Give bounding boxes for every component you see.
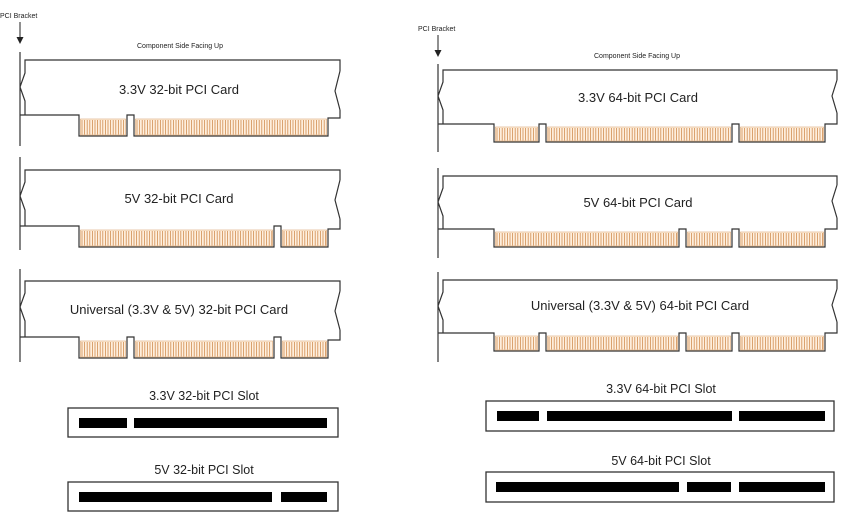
pci-card: Universal (3.3V & 5V) 64-bit PCI Card — [437, 272, 838, 362]
card-label: 3.3V 64-bit PCI Card — [578, 90, 698, 105]
edge-connector-contacts — [80, 118, 327, 136]
pci-card: 5V 64-bit PCI Card — [437, 168, 838, 258]
slot-key — [281, 492, 327, 502]
card-label: Universal (3.3V & 5V) 64-bit PCI Card — [531, 298, 749, 313]
pci-card: 5V 32-bit PCI Card — [19, 157, 341, 250]
slot-label: 5V 32-bit PCI Slot — [154, 463, 254, 477]
pci-bracket-label: PCI Bracket — [0, 13, 37, 20]
pci-bracket-arrow — [434, 35, 442, 57]
slot-key — [497, 411, 539, 421]
component-side-label: Component Side Facing Up — [594, 53, 680, 60]
pci-slot: 3.3V 32-bit PCI Slot — [67, 389, 339, 438]
card-outline — [19, 269, 341, 362]
card-label: Universal (3.3V & 5V) 32-bit PCI Card — [70, 302, 288, 317]
edge-connector-contacts — [495, 335, 824, 351]
left-panel: PCI Bracket Component Side Facing Up 3.3… — [0, 13, 341, 512]
card-outline — [437, 64, 838, 152]
pci-slot: 5V 64-bit PCI Slot — [485, 454, 835, 503]
edge-connector-contacts — [80, 229, 327, 247]
card-outline — [19, 157, 341, 250]
right-panel: PCI Bracket Component Side Facing Up 3.3… — [418, 26, 838, 503]
slot-key — [79, 418, 127, 428]
slot-key — [79, 492, 272, 502]
pci-slot: 5V 32-bit PCI Slot — [67, 463, 339, 512]
card-label: 5V 64-bit PCI Card — [583, 195, 692, 210]
pci-slot: 3.3V 64-bit PCI Slot — [485, 382, 835, 432]
slot-label: 3.3V 32-bit PCI Slot — [149, 389, 259, 403]
slot-key — [739, 482, 825, 492]
pci-card: 3.3V 64-bit PCI Card — [437, 64, 838, 152]
slot-key — [547, 411, 732, 421]
slot-label: 3.3V 64-bit PCI Slot — [606, 382, 716, 396]
edge-connector-contacts — [80, 340, 327, 358]
card-label: 5V 32-bit PCI Card — [124, 191, 233, 206]
slot-key — [739, 411, 825, 421]
pci-bracket-arrow — [16, 22, 24, 44]
slot-key — [496, 482, 679, 492]
card-label: 3.3V 32-bit PCI Card — [119, 82, 239, 97]
slot-key — [134, 418, 327, 428]
card-outline — [437, 168, 838, 258]
pci-card: Universal (3.3V & 5V) 32-bit PCI Card — [19, 269, 341, 362]
pci-card: 3.3V 32-bit PCI Card — [19, 52, 341, 146]
component-side-label: Component Side Facing Up — [137, 43, 223, 50]
edge-connector-contacts — [495, 126, 824, 142]
slot-key — [687, 482, 731, 492]
slot-label: 5V 64-bit PCI Slot — [611, 454, 711, 468]
edge-connector-contacts — [495, 231, 824, 247]
pci-bracket-label: PCI Bracket — [418, 26, 455, 33]
card-outline — [19, 52, 341, 146]
card-outline — [437, 272, 838, 362]
